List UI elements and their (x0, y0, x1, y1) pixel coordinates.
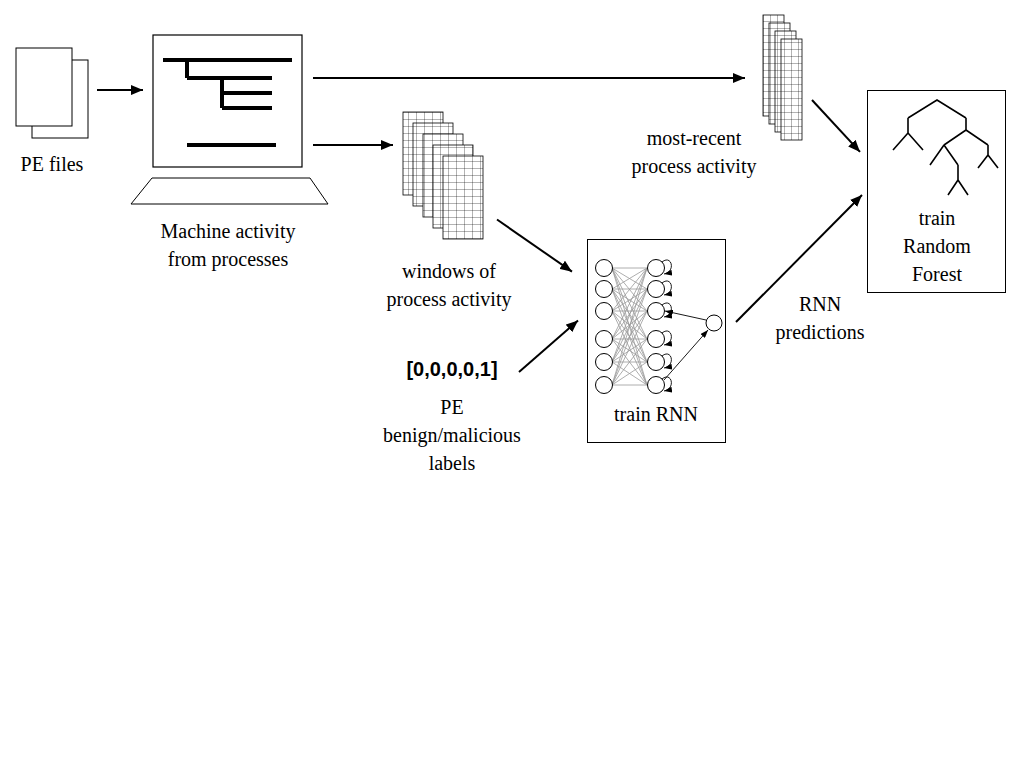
document-icons (16, 48, 88, 138)
flow-arrow (497, 220, 572, 272)
edge-label: RNN predictions (755, 290, 885, 346)
node-label: Machine activity from processes (153, 217, 303, 273)
neuron (596, 260, 613, 277)
node-label: [0,0,0,0,1] (377, 355, 527, 383)
window-grid-stack (403, 112, 483, 239)
node-label: train Random Forest (897, 204, 977, 288)
node-label: train RNN (588, 400, 724, 428)
neuron (596, 377, 613, 394)
keyboard-base (131, 178, 328, 204)
output-link (665, 311, 706, 320)
grid-sheet (781, 39, 802, 140)
node-label: windows of process activity (374, 257, 524, 313)
neuron (596, 354, 613, 371)
recurrent-loop (662, 281, 671, 295)
neuron (648, 260, 665, 277)
output-neuron (706, 315, 722, 331)
recurrent-loop (662, 303, 671, 317)
rnn-box: train RNN (587, 239, 726, 443)
network-weights (612, 268, 647, 385)
neuron (648, 281, 665, 298)
monitor-outline (153, 35, 302, 167)
node-label: most-recent process activity (619, 124, 769, 180)
flow-arrow (97, 89, 143, 91)
output-link (664, 330, 708, 380)
grid-sheet (443, 156, 483, 239)
recurrent-loop (662, 354, 671, 368)
pe-files-node: PE files (16, 48, 88, 138)
flow-arrow (313, 144, 393, 146)
node-label: PE benign/malicious labels (377, 393, 527, 477)
recent-activity-node: most-recent process activity (763, 15, 802, 140)
neuron (648, 354, 665, 371)
decision-tree-glyph (893, 100, 998, 195)
computer-icon (131, 35, 328, 204)
neuron (648, 377, 665, 394)
neuron (596, 331, 613, 348)
recurrent-loop (662, 331, 671, 345)
node-label: PE files (2, 150, 102, 178)
flow-arrow (519, 321, 578, 372)
document-icon (16, 48, 72, 126)
windows-node: windows of process activity (403, 112, 484, 240)
neuron (648, 303, 665, 320)
flow-arrow (812, 100, 860, 152)
recurrent-loop (662, 377, 671, 391)
neuron (648, 331, 665, 348)
random-forest-box: train Random Forest (867, 90, 1006, 293)
rnn-network-glyph (596, 260, 723, 394)
flow-arrow (313, 77, 745, 79)
process-tree-glyph (163, 60, 292, 145)
recurrent-loop (662, 260, 671, 274)
neuron (596, 303, 613, 320)
machine-node: Machine activity from processes (153, 35, 302, 167)
labels-node: [0,0,0,0,1] PE benign/malicious labels (377, 355, 527, 479)
recent-grid-stack (763, 15, 802, 140)
neuron (596, 281, 613, 298)
